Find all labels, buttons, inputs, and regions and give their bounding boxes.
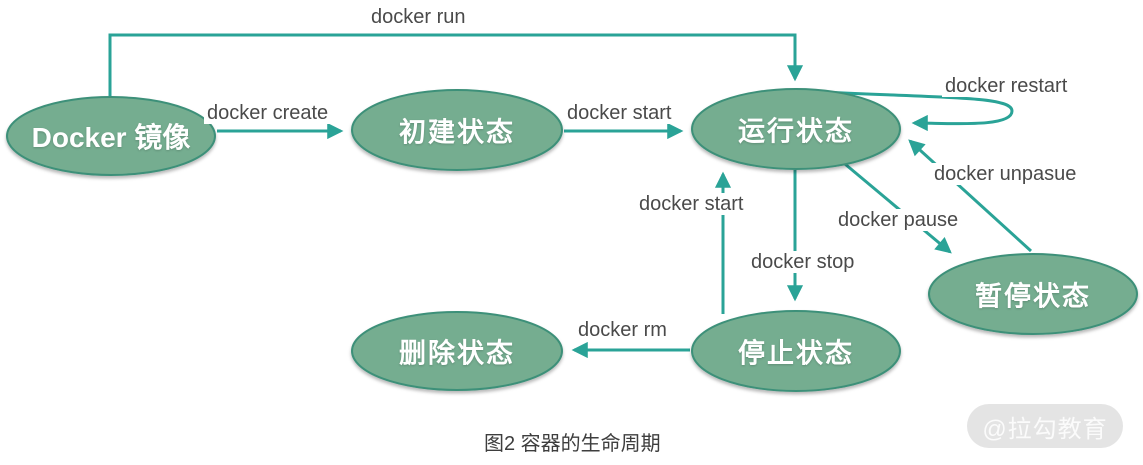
node-docker-image	[6, 96, 216, 176]
node-stopped-state-label: 停止状态	[738, 338, 854, 369]
edge-docker-stop-label: docker stop	[748, 251, 858, 273]
edge-docker-restart-loop-arrow	[821, 90, 1014, 132]
edge-docker-unpause-label: docker unpasue	[931, 163, 1080, 185]
edge-docker-pause-label: docker pause	[835, 209, 962, 231]
edge-docker-start-label: docker start	[564, 102, 675, 124]
edge-docker-restart-label: docker restart	[942, 75, 1071, 97]
node-running-state	[691, 88, 901, 170]
figure-caption: 图2 容器的生命周期	[484, 433, 661, 455]
edge-docker-create-label: docker create	[204, 102, 332, 124]
node-created-state-label: 初建状态	[399, 117, 515, 148]
edge-docker-pause-arrow	[838, 157, 952, 254]
node-running-state-label: 运行状态	[738, 116, 854, 147]
edge-docker-run-label: docker run	[368, 6, 469, 28]
edge-docker-rm-label: docker rm	[575, 319, 670, 341]
edge-docker-unpause-arrow	[908, 139, 1033, 253]
lagou-watermark-text: @拉勾教育	[982, 415, 1108, 443]
lagou-watermark-badge: @拉勾教育	[967, 404, 1123, 448]
node-deleted-state	[351, 311, 563, 391]
node-stopped-state	[691, 310, 901, 392]
node-docker-image-label: Docker 镜像	[31, 122, 191, 153]
node-paused-state-label: 暂停状态	[975, 281, 1091, 312]
node-deleted-state-label: 删除状态	[399, 338, 515, 369]
edge-docker-run-arrow	[108, 33, 804, 96]
node-paused-state	[928, 253, 1138, 335]
edge-docker-start-from-stopped-label: docker start	[636, 193, 747, 215]
node-created-state	[351, 89, 563, 171]
